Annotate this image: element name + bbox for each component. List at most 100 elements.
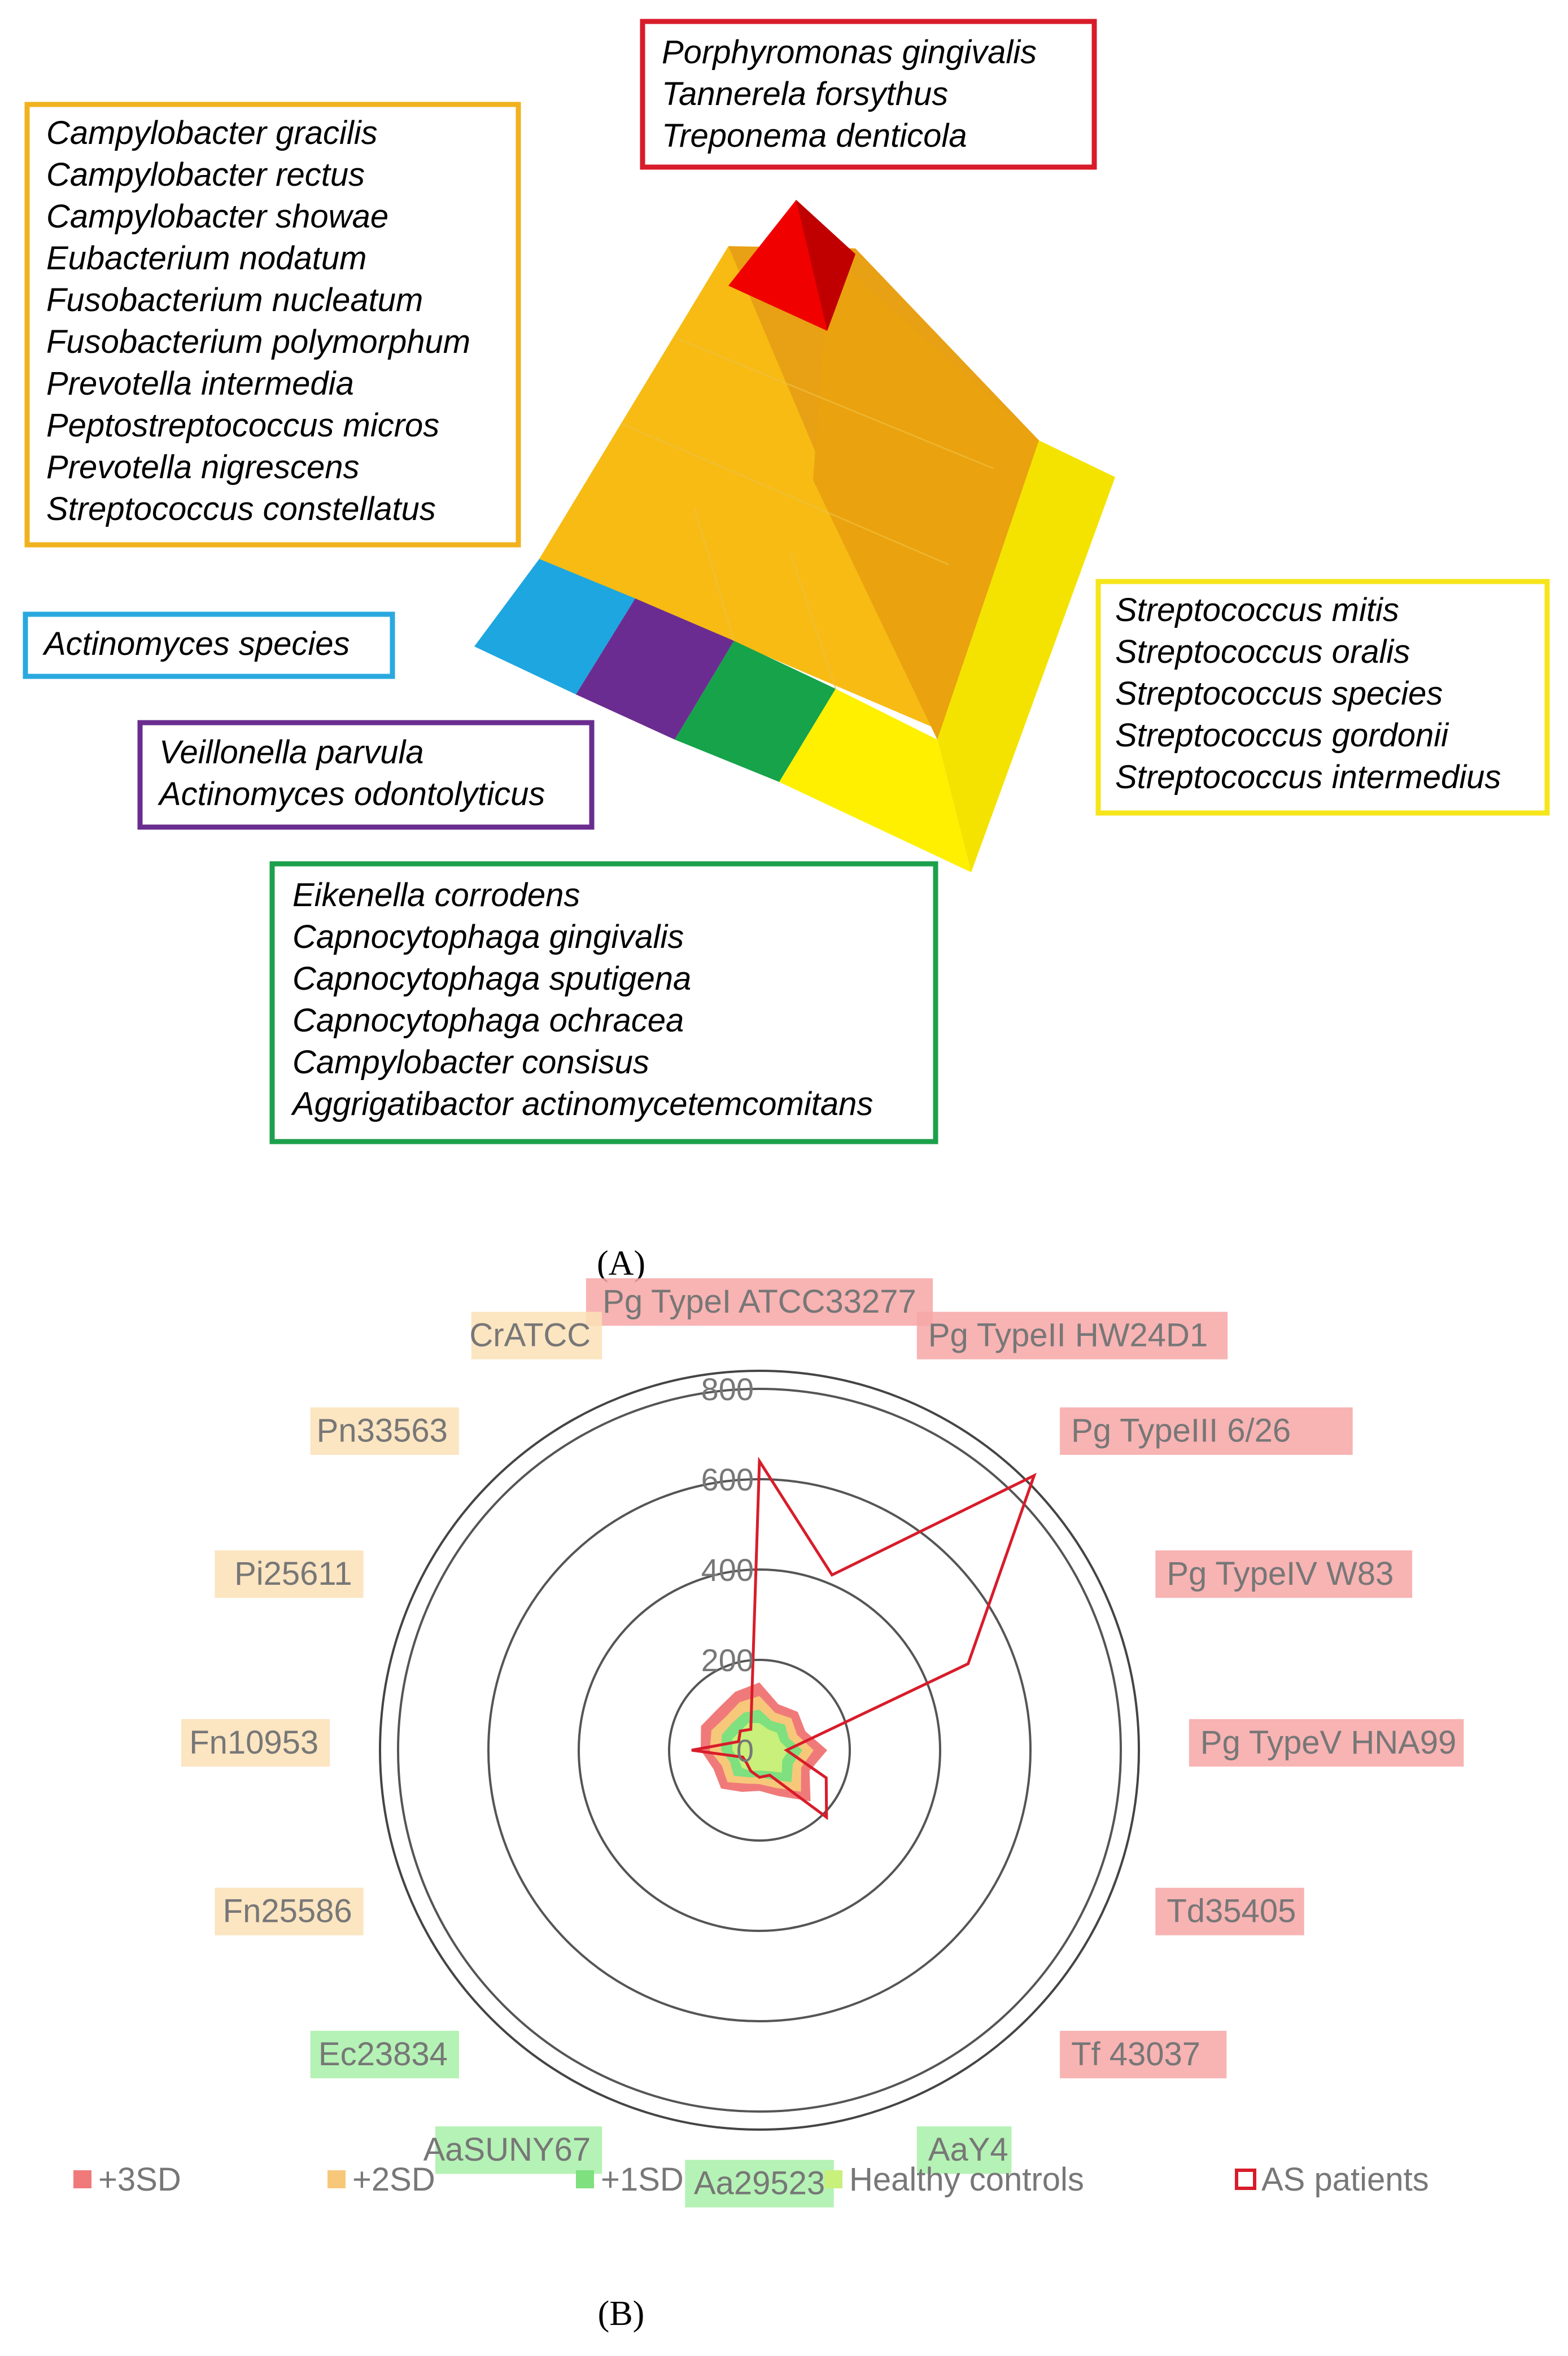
species-name: Tannerela forsythus — [662, 76, 948, 112]
species-name: Eubacterium nodatum — [46, 240, 366, 277]
species-name: Streptococcus constellatus — [46, 491, 436, 527]
panel-a-caption: (A) — [597, 1244, 645, 1283]
radar-category-label: CrATCC — [469, 1317, 591, 1353]
panel-b-radar-chart: 0 200 400 600 800 Pg TypeI ATCC33277 Pg TypeII… — [73, 1278, 1464, 2208]
legend-item: AS patients — [1235, 2161, 1429, 2198]
yellow-box-border — [1095, 579, 1550, 816]
radar-category-label: Pi25611 — [234, 1555, 352, 1592]
radar-category-label: AaY4 — [928, 2131, 1008, 2168]
legend-swatch — [73, 2170, 91, 2188]
radar-category: Fn25586 — [215, 1887, 364, 1935]
category-band-highlight — [181, 1719, 330, 1767]
species-name: Veillonella parvula — [159, 734, 424, 771]
radar-category: Pn33563 — [310, 1407, 459, 1455]
green-box-border — [269, 861, 938, 1144]
radar-series — [691, 1456, 1037, 1820]
yellow-complex-right — [937, 440, 1115, 872]
species-name: Campylobacter rectus — [46, 156, 365, 193]
species-name: Campylobacter gracilis — [46, 115, 378, 151]
radar-category-label: Fn10953 — [189, 1724, 318, 1761]
panel-a-caption-text: (A) — [597, 1244, 645, 1283]
radar-category: CrATCC — [469, 1312, 602, 1360]
radar-category: AaY4 — [916, 2126, 1012, 2174]
legend-swatch — [576, 2170, 594, 2188]
species-name: Actinomyces odontolyticus — [158, 776, 545, 812]
species-name: Capnocytophaga sputigena — [292, 960, 691, 997]
radar-category-label: Pg TypeII HW24D1 — [928, 1317, 1208, 1353]
radar-category-label: Pg TypeIII 6/26 — [1071, 1413, 1291, 1449]
radar-category-label: Aa29523 — [694, 2165, 825, 2202]
radar-outer-ring — [379, 1370, 1140, 2131]
category-band-highlight — [310, 1407, 459, 1455]
radar-category: Pg TypeIII 6/26 — [1060, 1407, 1353, 1455]
category-band-highlight — [916, 1312, 1228, 1360]
blue-box-border — [23, 611, 395, 679]
radar-tick-label: 600 — [701, 1462, 754, 1497]
category-band-highlight — [1155, 1550, 1413, 1598]
legend-item: +1SD — [576, 2161, 684, 2198]
radar-gridline — [668, 1659, 851, 1842]
radar-category: Fn10953 — [181, 1719, 330, 1767]
radar-category: Pg TypeI ATCC33277 — [586, 1278, 933, 1326]
category-band-highlight — [215, 1550, 364, 1598]
species-name: Streptococcus intermedius — [1115, 759, 1501, 795]
radar-category-label: Ec23834 — [318, 2036, 448, 2073]
category-band-highlight — [586, 1278, 933, 1326]
species-name: Porphyromonas gingivalis — [662, 34, 1037, 71]
purple-box-border — [137, 720, 595, 830]
radar-category: Pg TypeV HNA99 — [1189, 1719, 1464, 1767]
radar-tick-label: 0 — [736, 1733, 754, 1768]
radar-tick-label: 200 — [701, 1642, 754, 1678]
green-complex-block — [675, 641, 836, 782]
legend-item: Healthy controls — [824, 2161, 1084, 2198]
radar-category-label: Tf 43037 — [1071, 2036, 1200, 2073]
category-band-highlight — [1060, 2031, 1227, 2079]
species-name: Actinomyces species — [42, 626, 350, 662]
radar-category-label: AaSUNY67 — [423, 2131, 591, 2168]
radar-category: Pi25611 — [215, 1550, 364, 1598]
species-name: Fusobacterium polymorphum — [46, 324, 470, 360]
species-name: Prevotella intermedia — [46, 365, 354, 402]
species-name: Streptococcus species — [1115, 675, 1443, 712]
radar-category-labels: Pg TypeI ATCC33277 Pg TypeII HW24D1 Pg Typ… — [181, 1278, 1464, 2208]
radar-legend: +3SD +2SD +1SD Healthy controls AS patients — [73, 2161, 1429, 2198]
species-name: Eikenella corrodens — [292, 877, 580, 913]
radar-tick-labels: 0 200 400 600 800 — [701, 1371, 754, 1768]
category-band-highlight — [685, 2160, 834, 2208]
species-name: Prevotella nigrescens — [46, 449, 360, 486]
species-name: Fusobacterium nucleatum — [46, 282, 423, 318]
radar-category: AaSUNY67 — [423, 2126, 602, 2174]
radar-tick-label: 800 — [701, 1371, 754, 1407]
radar-category: Pg TypeII HW24D1 — [916, 1312, 1228, 1360]
category-band-highlight — [1189, 1719, 1464, 1767]
category-band-highlight — [1155, 1887, 1304, 1935]
panel-b-caption-text: (B) — [598, 2294, 645, 2333]
radar-category: Td35405 — [1155, 1887, 1304, 1935]
radar-gridline — [397, 1388, 1122, 2113]
legend-swatch — [327, 2170, 346, 2188]
radar-tick-label: 400 — [701, 1552, 754, 1588]
species-name: Aggrigatibactor actinomycetemcomitans — [291, 1086, 873, 1122]
radar-category: Pg TypeIV W83 — [1155, 1550, 1413, 1598]
species-name: Streptococcus mitis — [1115, 592, 1399, 628]
legend-label: +3SD — [98, 2161, 181, 2198]
species-name: Campylobacter showae — [46, 198, 388, 235]
radar-category: Tf 43037 — [1060, 2031, 1227, 2079]
radar-category-label: Pn33563 — [317, 1413, 448, 1449]
pyramid-gridlines — [621, 338, 994, 689]
radar-category-label: Pg TypeI ATCC33277 — [602, 1283, 916, 1320]
red-box-border — [640, 19, 1097, 170]
radar-category: Aa29523 — [685, 2160, 834, 2208]
radar-category-label: Pg TypeV HNA99 — [1200, 1724, 1457, 1761]
blue-complex-block — [474, 559, 635, 694]
legend-label: +2SD — [352, 2161, 435, 2198]
species-name: Peptostreptococcus micros — [46, 407, 439, 444]
category-band-highlight — [435, 2126, 602, 2174]
legend-label: AS patients — [1261, 2161, 1429, 2198]
species-name: Capnocytophaga ochracea — [292, 1002, 684, 1039]
